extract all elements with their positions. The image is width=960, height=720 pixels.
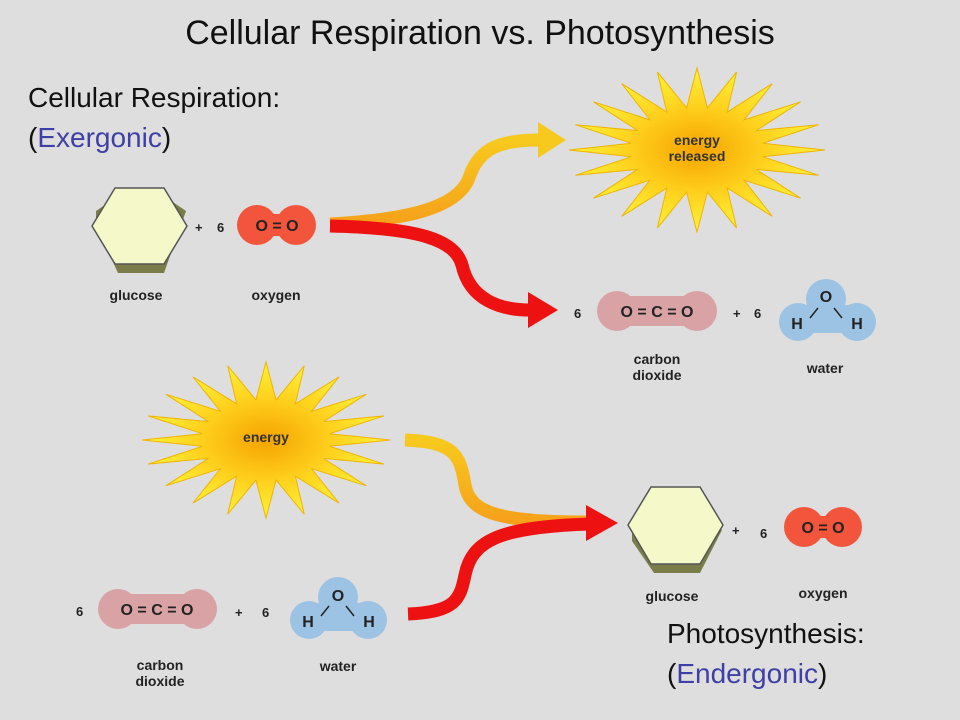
energy-released-line2: released [669, 148, 726, 164]
endergonic-label: Endergonic [676, 658, 818, 689]
photosynthesis-heading-block: Photosynthesis: (Endergonic) [667, 614, 865, 694]
water-o: O [820, 289, 832, 306]
plus-sign: + [235, 605, 243, 620]
water-coefficient: 6 [754, 306, 761, 321]
energy-arrow-head-icon [538, 122, 566, 158]
energy-released-burst-icon [568, 66, 826, 234]
water-h1: H [791, 316, 803, 333]
water-label: water [806, 360, 844, 376]
co2-label-line2: dioxide [135, 673, 184, 689]
photosynthesis-arrow-head-icon [586, 505, 618, 541]
oxygen-molecule-icon [784, 507, 862, 547]
plus-sign: + [733, 306, 741, 321]
water-o: O [332, 588, 344, 605]
oxygen-coefficient: 6 [217, 220, 224, 235]
water-h1: H [302, 614, 314, 631]
oxygen-label: oxygen [798, 585, 847, 601]
paren-open: ( [667, 658, 677, 689]
oxygen-formula: O = O [801, 520, 844, 537]
water-molecule-icon [779, 279, 876, 341]
glucose-label: glucose [646, 588, 699, 604]
co2-label-line2: dioxide [632, 367, 681, 383]
co2-molecule-icon [98, 589, 217, 629]
co2-label-line1: carbon [634, 351, 681, 367]
energy-released-line1: energy [674, 132, 720, 148]
paren-close: ) [817, 658, 828, 689]
energy-label: energy [243, 429, 289, 445]
water-molecule-icon [290, 577, 387, 639]
respiration-heading-block: Cellular Respiration: (Exergonic) [28, 78, 280, 158]
photosynthesis-heading: Photosynthesis: [667, 618, 865, 649]
glucose-label: glucose [110, 287, 163, 303]
exergonic-label: Exergonic [37, 122, 162, 153]
oxygen-formula: O = O [255, 218, 298, 235]
co2-formula: O = C = O [121, 602, 194, 619]
co2-label-line1: carbon [137, 657, 184, 673]
water-h2: H [851, 316, 863, 333]
oxygen-coefficient: 6 [760, 526, 767, 541]
page-title: Cellular Respiration vs. Photosynthesis [185, 14, 775, 52]
paren-close: ) [161, 122, 172, 153]
respiration-heading: Cellular Respiration: [28, 82, 281, 113]
co2-molecule-icon [597, 291, 717, 331]
glucose-hexagon-icon [91, 187, 188, 273]
energy-out-arrow [329, 133, 541, 231]
reactants-arrow [407, 517, 591, 621]
photosynthesis-type: (Endergonic) [667, 654, 865, 694]
respiration-type: (Exergonic) [28, 118, 280, 158]
plus-sign: + [732, 523, 740, 538]
water-label: water [319, 658, 357, 674]
glucose-hexagon-icon [627, 486, 724, 573]
oxygen-label: oxygen [251, 287, 300, 303]
water-h2: H [363, 614, 375, 631]
oxygen-molecule-icon [237, 205, 316, 245]
plus-sign: + [195, 220, 203, 235]
co2-coefficient: 6 [574, 306, 581, 321]
energy-in-arrow [404, 433, 591, 529]
co2-coefficient: 6 [76, 604, 83, 619]
energy-burst-icon [141, 360, 391, 520]
co2-formula: O = C = O [621, 304, 694, 321]
products-arrow [329, 219, 531, 317]
products-arrow-head-icon [528, 292, 558, 328]
water-coefficient: 6 [262, 605, 269, 620]
paren-open: ( [28, 122, 38, 153]
